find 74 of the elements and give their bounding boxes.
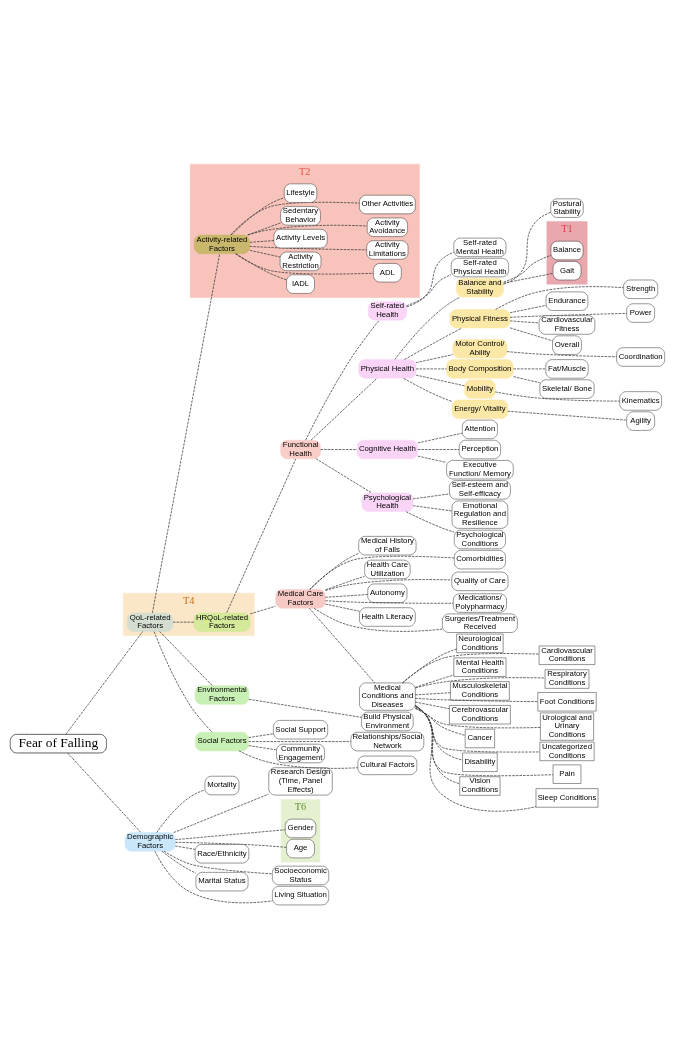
connector xyxy=(414,705,463,760)
connector xyxy=(67,752,142,833)
connector xyxy=(156,789,206,833)
connector xyxy=(226,458,297,613)
connector xyxy=(249,605,276,614)
connector xyxy=(325,575,365,590)
connector xyxy=(173,793,270,833)
connector xyxy=(305,319,380,440)
connector xyxy=(506,350,617,357)
connector xyxy=(414,674,455,688)
connector xyxy=(415,701,450,709)
connector xyxy=(249,239,275,243)
connector xyxy=(65,630,143,735)
connector xyxy=(163,850,273,874)
connector xyxy=(417,448,460,450)
connector xyxy=(406,251,455,307)
connector xyxy=(503,254,552,282)
connector xyxy=(494,391,620,401)
connector xyxy=(152,252,221,613)
connector xyxy=(507,410,627,420)
connector xyxy=(153,630,213,733)
connector xyxy=(404,327,463,360)
connector xyxy=(238,750,359,769)
connector xyxy=(412,493,450,499)
connector xyxy=(249,249,281,257)
connector xyxy=(309,552,359,590)
connector xyxy=(235,252,287,280)
connector xyxy=(325,593,368,598)
connector xyxy=(154,850,273,903)
connector xyxy=(248,740,352,742)
connector xyxy=(175,841,287,848)
connector xyxy=(415,697,538,702)
connector xyxy=(174,828,286,840)
connector xyxy=(308,607,376,683)
connector xyxy=(325,578,452,591)
connector xyxy=(415,676,546,688)
connector xyxy=(394,296,461,360)
connector xyxy=(417,455,447,463)
connector xyxy=(406,273,452,306)
connector xyxy=(247,222,281,235)
connector xyxy=(403,377,453,402)
connector xyxy=(320,448,358,450)
connector xyxy=(325,599,454,604)
node-box: Fear of Falling xyxy=(9,733,107,753)
connector xyxy=(248,744,277,750)
connector xyxy=(230,201,360,235)
connector xyxy=(174,845,196,850)
connector xyxy=(414,704,460,784)
connector xyxy=(503,272,554,284)
connector xyxy=(401,652,540,683)
connector xyxy=(503,211,552,285)
connector xyxy=(412,504,453,511)
connector xyxy=(248,732,274,738)
connector xyxy=(414,707,466,736)
connector xyxy=(509,320,540,323)
connector xyxy=(230,196,285,235)
connector xyxy=(247,224,368,235)
connector xyxy=(509,326,553,341)
connector xyxy=(405,510,455,533)
connector xyxy=(310,377,378,440)
connector xyxy=(414,707,541,728)
connector xyxy=(415,374,465,386)
connector xyxy=(325,603,360,612)
connector xyxy=(161,850,197,873)
connector xyxy=(415,353,454,363)
connector xyxy=(415,691,451,695)
connector xyxy=(417,432,463,443)
connector xyxy=(159,630,213,686)
connector xyxy=(509,312,627,318)
connector xyxy=(509,304,547,313)
connector xyxy=(309,555,455,590)
connector xyxy=(315,457,372,493)
connector xyxy=(513,375,541,383)
connector xyxy=(248,698,362,718)
